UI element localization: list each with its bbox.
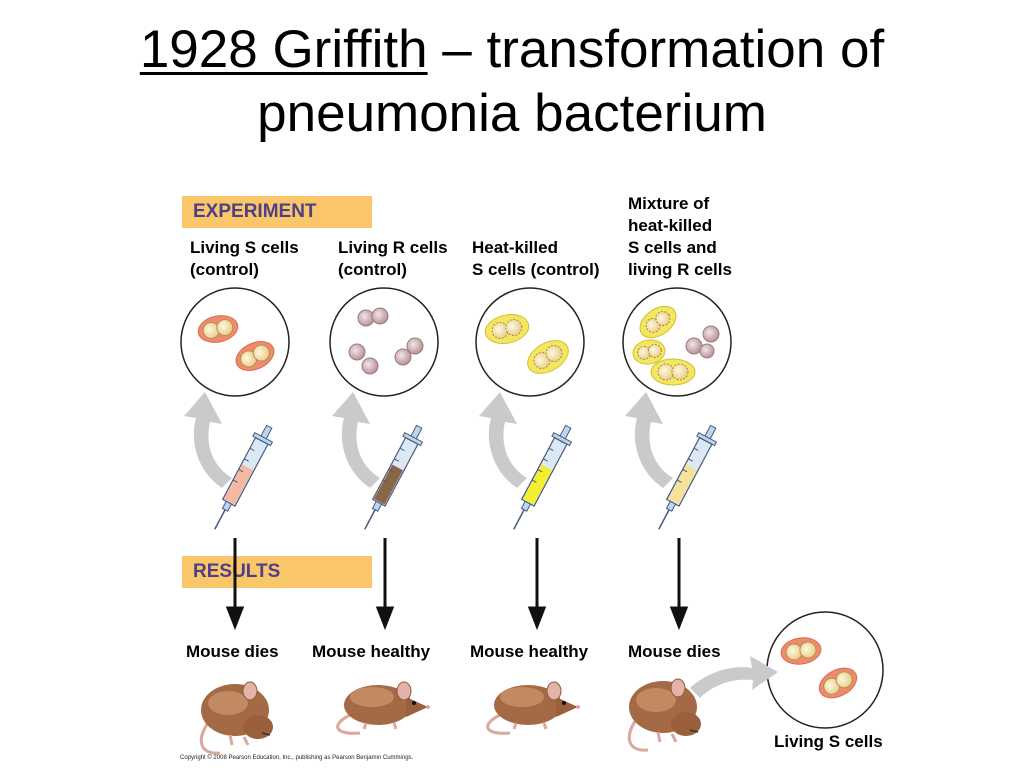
result-col3: Mouse healthy — [470, 642, 589, 661]
syringe-2 — [364, 424, 424, 530]
experiment-label: EXPERIMENT — [182, 196, 372, 228]
black-arrows — [225, 538, 689, 631]
mouse-1 — [199, 681, 273, 755]
gray-arrow-3 — [479, 392, 527, 488]
gray-arrow-outcome — [690, 656, 778, 698]
result-col4: Mouse dies — [628, 642, 721, 661]
mouse-2 — [336, 681, 430, 735]
results-label: RESULTS — [182, 556, 372, 588]
gray-arrows — [184, 392, 778, 698]
label-living-r: Living R cells(control) — [338, 238, 448, 279]
gray-arrow-2 — [332, 392, 380, 488]
dish-mixture — [622, 287, 732, 397]
result-col1: Mouse dies — [186, 642, 279, 661]
title-griffith-link[interactable]: 1928 Griffith — [139, 20, 428, 79]
syringe-4 — [658, 424, 718, 530]
dish-outcome-living-s — [766, 611, 884, 729]
outcome-label: Living S cells — [774, 732, 883, 751]
syringe-1 — [214, 424, 274, 530]
syringe-3 — [513, 424, 573, 530]
gray-arrow-1 — [184, 392, 232, 488]
mouse-4 — [627, 678, 701, 752]
slide-title: 1928 Griffith – transformation of pneumo… — [0, 18, 1024, 146]
mouse-3 — [486, 681, 580, 735]
copyright-credit: Copyright © 2008 Pearson Education, Inc.… — [180, 755, 414, 761]
result-col2: Mouse healthy — [312, 642, 431, 661]
title-line2: pneumonia bacterium — [257, 84, 767, 143]
dish-living-r — [329, 287, 439, 397]
dish-heat-killed-s — [475, 287, 585, 397]
gray-arrow-4 — [625, 392, 673, 488]
dish-living-s — [180, 287, 290, 397]
title-rest: – transformation of — [427, 20, 885, 79]
label-living-s: Living S cells(control) — [190, 238, 299, 279]
